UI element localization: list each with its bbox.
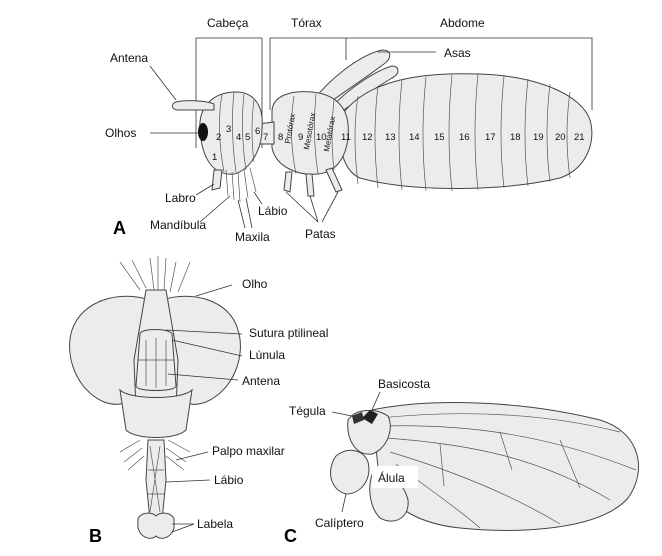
segment-number: 11 — [341, 132, 351, 143]
segment-number: 17 — [485, 132, 496, 143]
panel-c: Basicosta Tégula Álula Calíptero C — [284, 377, 640, 546]
thorax-region-label: Tórax — [291, 16, 322, 30]
mandible-label: Mandíbula — [150, 218, 206, 232]
eye-b-leader — [195, 284, 233, 297]
segment-number: 10 — [316, 132, 327, 143]
labrum-leader — [195, 183, 215, 196]
antenna-leader — [149, 65, 177, 101]
head-region-label: Cabeça — [207, 16, 249, 30]
panel-c-letter: C — [284, 526, 297, 546]
abdomen-region-label: Abdome — [440, 16, 485, 30]
mouthparts — [211, 167, 257, 203]
ptilinal-suture-leader — [165, 329, 243, 335]
proboscis-texture — [148, 445, 164, 513]
antenna-segments-b — [138, 338, 174, 388]
maxilla-label: Maxila — [235, 230, 270, 244]
eyes-label: Olhos — [105, 126, 136, 140]
segment-number: 9 — [298, 132, 303, 143]
segment-number: 16 — [459, 132, 470, 143]
forewing — [311, 49, 391, 109]
labium-a-label: Lábio — [258, 204, 288, 218]
labium-a-leader — [253, 191, 263, 205]
segment-number: 21 — [574, 132, 585, 143]
thorax-segment-lines — [291, 93, 335, 175]
maxillary-palp-label: Palpo maxilar — [212, 444, 285, 458]
labella-leader — [171, 523, 195, 533]
segment-number: 12 — [362, 132, 373, 143]
segment-number: 13 — [385, 132, 396, 143]
proboscis — [145, 439, 167, 521]
ptilinal-suture-label: Sutura ptilineal — [249, 326, 328, 340]
thorax — [271, 91, 349, 175]
segment-number: 20 — [555, 132, 566, 143]
antenna-label: Antena — [110, 51, 148, 65]
alula-label-bg — [372, 466, 418, 488]
abdomen-bracket — [346, 37, 593, 110]
segment-number: 4 — [236, 132, 241, 143]
labrum-label: Labro — [165, 191, 196, 205]
segment-number: 7 — [263, 132, 268, 143]
wing-blade — [371, 402, 640, 531]
calypter-label: Calíptero — [315, 516, 364, 530]
wings-label: Asas — [444, 46, 471, 60]
mandible-leader — [199, 195, 231, 223]
lower-face — [119, 388, 193, 438]
basicosta-sclerite — [362, 410, 378, 424]
calypter-leader — [341, 493, 347, 513]
panel-b: Olho Sutura ptilineal Lúnula Antena Palp… — [69, 256, 328, 546]
labella-label: Labela — [197, 517, 233, 531]
maxillary-palp-leader — [175, 451, 209, 461]
eye-b-label: Olho — [242, 277, 268, 291]
panel-a-letter: A — [113, 218, 126, 238]
head-segment-lines — [219, 91, 255, 173]
segment-number: 3 — [226, 124, 231, 135]
abdomen-segment-lines — [354, 73, 571, 192]
legs-leaders — [285, 191, 339, 223]
basicosta-leader — [371, 391, 381, 411]
segment-number: 14 — [409, 132, 420, 143]
tegula-leader — [331, 411, 353, 417]
tegula-sclerite — [352, 412, 364, 424]
alula-label: Álula — [378, 470, 405, 485]
panel-b-letter: B — [89, 526, 102, 546]
antenna-b-leader — [167, 373, 239, 381]
calypter — [330, 449, 370, 495]
basicosta-label: Basicosta — [378, 377, 430, 391]
panel-a: Cabeça Tórax Abdome Asas — [105, 16, 593, 244]
legs-label: Patas — [305, 227, 336, 241]
labium-b-leader — [165, 479, 211, 483]
labella — [137, 512, 175, 539]
segment-number: 15 — [434, 132, 445, 143]
maxilla-leader — [237, 197, 253, 229]
segment-number: 19 — [533, 132, 544, 143]
compound-eye — [198, 123, 208, 141]
lunule-leader — [171, 339, 243, 357]
abdomen — [339, 73, 593, 189]
segment-numbers: 1 2 3 4 5 6 7 8 9 10 11 12 13 14 15 16 1… — [212, 124, 585, 163]
segment-number: 6 — [255, 126, 260, 137]
head-bracket — [195, 37, 263, 148]
thorax-bracket — [269, 37, 347, 110]
labium-b-label: Lábio — [214, 473, 244, 487]
tegula-label: Tégula — [289, 404, 326, 418]
legs — [283, 167, 343, 197]
antenna-b-label: Antena — [242, 374, 280, 388]
antenna-a — [171, 100, 215, 111]
segment-number: 1 — [212, 152, 217, 163]
segment-number: 2 — [216, 132, 221, 143]
lunule-label: Lúnula — [249, 348, 285, 362]
segment-number: 8 — [278, 132, 283, 143]
segment-number: 5 — [245, 132, 250, 143]
segment-number: 18 — [510, 132, 521, 143]
